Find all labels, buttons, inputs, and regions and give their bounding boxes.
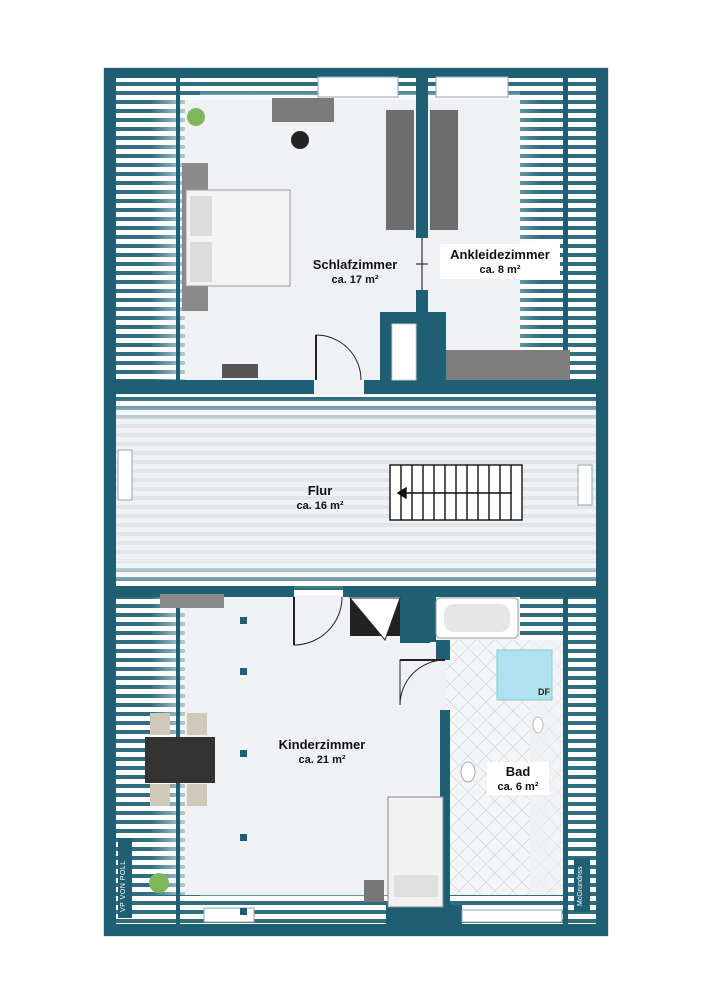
windows <box>117 76 593 923</box>
room-area: ca. 6 m² <box>497 781 539 793</box>
doors <box>293 334 446 706</box>
wardrobes <box>386 110 458 230</box>
door-schlafzimmer <box>315 334 362 381</box>
room-area: ca. 8 m² <box>479 264 521 276</box>
sideboard <box>446 350 570 380</box>
toilet <box>460 761 476 783</box>
room-label-ankleidezimmer: Ankleidezimmer ca. 8 m² <box>440 244 560 279</box>
room-area: ca. 21 m² <box>298 754 346 766</box>
room-label-schlafzimmer: Schlafzimmer ca. 17 m² <box>300 257 410 286</box>
room-label-kinderzimmer: Kinderzimmer ca. 21 m² <box>262 737 382 766</box>
single-bed <box>387 796 444 908</box>
credit-text: McGrundriss <box>577 866 584 906</box>
column-markers <box>240 617 247 915</box>
desk <box>272 98 334 149</box>
logo-plate <box>118 838 132 918</box>
room-name: Ankleidezimmer <box>450 247 550 262</box>
sink <box>532 716 544 734</box>
room-label-bad: Bad ca. 6 m² <box>487 762 549 795</box>
walls <box>104 68 608 936</box>
door-kinderzimmer <box>293 596 343 646</box>
closet <box>391 323 417 381</box>
room-name: Kinderzimmer <box>278 737 366 752</box>
room-area: ca. 16 m² <box>296 500 344 512</box>
staircase <box>389 464 523 521</box>
plant <box>187 108 205 126</box>
credit-plate <box>574 858 590 912</box>
plant-kinderzimmer <box>149 873 169 893</box>
shelf <box>160 594 224 608</box>
logo-text: VP VON POLL <box>120 860 127 912</box>
double-bed <box>182 163 291 311</box>
room-name: Flur <box>307 483 333 498</box>
room-name: Bad <box>505 764 531 779</box>
room-area: ca. 17 m² <box>331 274 379 286</box>
dining-table <box>145 713 215 806</box>
radiator <box>222 364 258 378</box>
roof-window <box>496 649 553 701</box>
df-label: DF <box>538 687 550 697</box>
bathtub <box>435 597 519 639</box>
door-bad <box>399 659 446 706</box>
room-name: Schlafzimmer <box>312 257 398 272</box>
nightstand <box>364 880 384 902</box>
room-label-flur: Flur ca. 16 m² <box>280 483 360 512</box>
